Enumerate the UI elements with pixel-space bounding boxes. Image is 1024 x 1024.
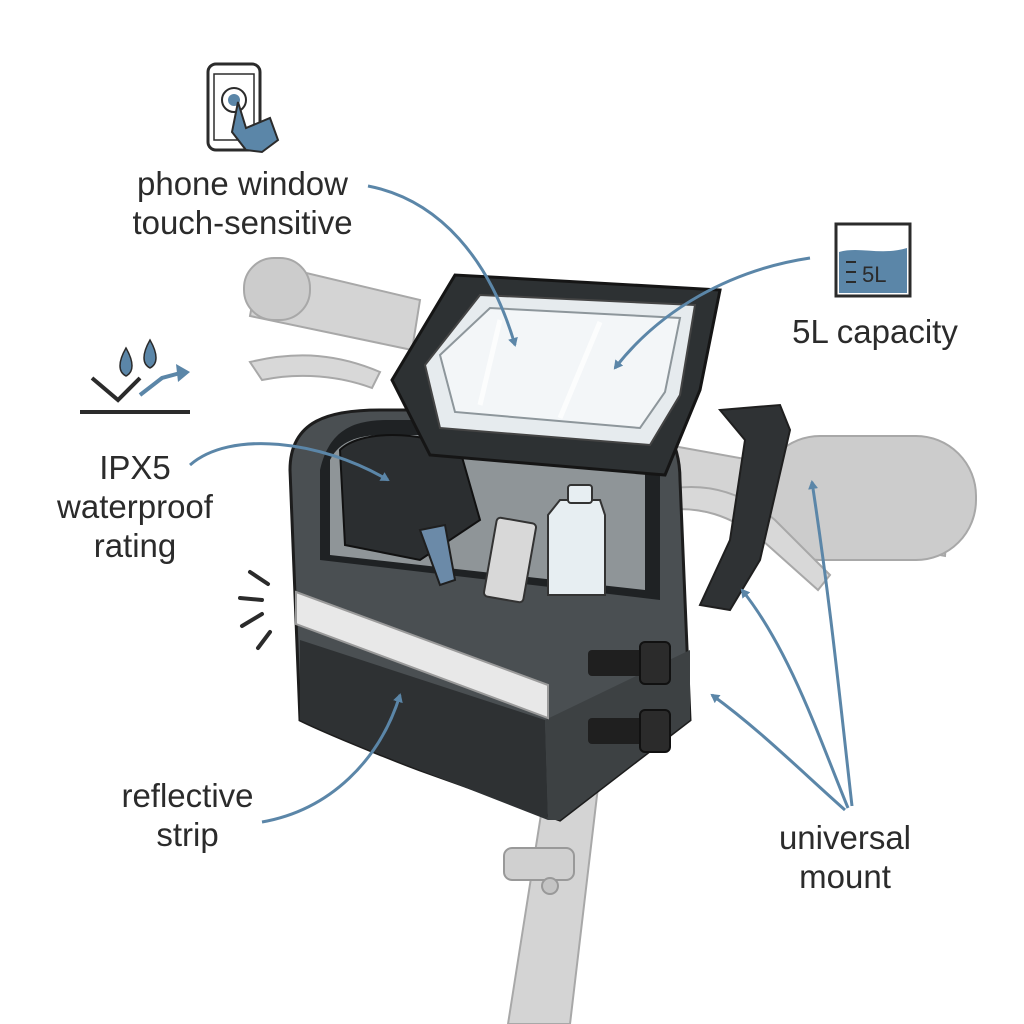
waterproof-label: IPX5 waterproof rating	[40, 448, 230, 565]
phone-window-line1: phone window	[137, 165, 348, 202]
arrow-waterproof	[189, 442, 390, 482]
callout-arrows	[189, 184, 854, 824]
handlebar-right	[630, 435, 977, 592]
beaker-label: 5L	[862, 262, 886, 287]
mount-line2: mount	[799, 858, 891, 895]
mount-label: universal mount	[760, 818, 930, 896]
handlebar-left	[243, 257, 422, 390]
phone-touch-icon	[206, 62, 280, 154]
waterproof-line3: rating	[93, 527, 177, 564]
reflective-strip	[295, 590, 549, 720]
capacity-text: 5L capacity	[792, 313, 958, 350]
reflective-label: reflective strip	[100, 776, 275, 854]
arrow-reflective	[261, 693, 403, 824]
beaker-icon: 5L	[834, 222, 912, 298]
mount-line1: universal	[778, 819, 912, 856]
arrow-mount-2	[740, 588, 850, 809]
waterproof-line2: waterproof	[57, 488, 213, 525]
reflective-line2: strip	[156, 816, 219, 853]
waterproof-line1: IPX5	[99, 449, 171, 486]
arrow-mount-1	[710, 693, 846, 812]
phone-window-lid	[390, 273, 722, 477]
bag-body	[288, 408, 692, 822]
reflective-line1: reflective	[121, 777, 254, 814]
mount-strap	[698, 403, 792, 612]
phone-window-line2: touch-sensitive	[132, 204, 353, 241]
light-burst-icon	[238, 570, 272, 650]
capacity-label: 5L capacity	[780, 312, 970, 351]
arrow-mount-3	[808, 480, 854, 807]
arrow-phone-window-1	[367, 184, 518, 347]
arrow-phone-window-2	[613, 256, 811, 370]
water-repel-icon	[80, 338, 190, 414]
phone-window	[438, 306, 682, 430]
phone-window-label: phone window touch-sensitive	[125, 164, 360, 242]
